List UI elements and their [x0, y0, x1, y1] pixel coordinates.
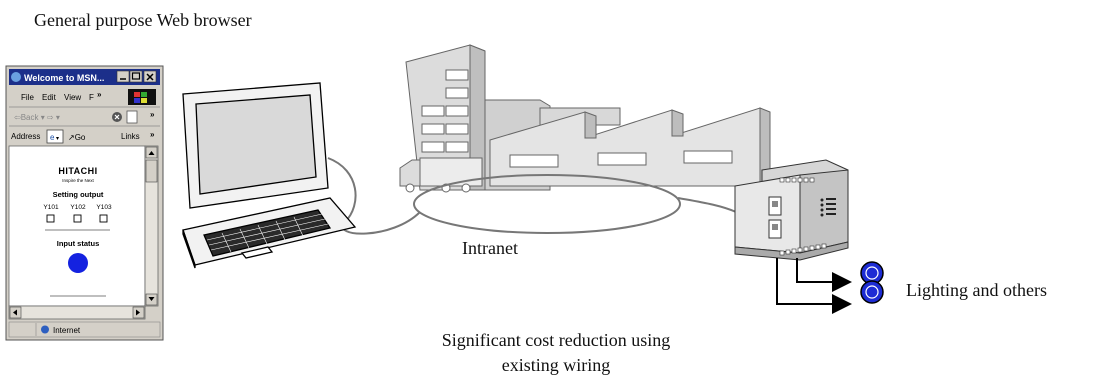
menu-edit[interactable]: Edit [42, 93, 57, 102]
cost-reduction-caption: Significant cost reduction using existin… [396, 328, 716, 378]
internet-zone-icon [41, 325, 49, 334]
intranet-label: Intranet [462, 238, 518, 258]
horizontal-scrollbar[interactable] [8, 305, 146, 320]
browser-caption: General purpose Web browser [34, 10, 252, 30]
input-status-title: Input status [57, 239, 100, 248]
go-button[interactable]: ↗Go [68, 133, 86, 142]
address-label: Address [11, 132, 40, 141]
hitachi-tagline: Inspire the Next [62, 178, 94, 183]
status-zone-label: Internet [53, 326, 81, 335]
browser-window: Welcome to MSN... File Edit View F » ⇦Ba… [5, 65, 164, 341]
ie-logo-icon [11, 72, 21, 82]
output-label-y101: Y101 [43, 204, 59, 211]
input-status-indicator [68, 253, 88, 273]
plc-controller-icon [734, 159, 849, 261]
menu-overflow-icon[interactable]: » [97, 90, 102, 99]
menu-view[interactable]: View [64, 93, 81, 102]
output-checkbox-y103[interactable] [99, 214, 108, 223]
toolbar-overflow-icon[interactable]: » [150, 110, 155, 119]
output-label-y103: Y103 [96, 204, 112, 211]
scroll-thumb[interactable] [145, 159, 158, 183]
output-label-y102: Y102 [70, 204, 86, 211]
caption-line-1: Significant cost reduction using [441, 330, 671, 350]
status-bar [8, 321, 161, 338]
laptop-icon [182, 82, 357, 269]
factory-building-icon [399, 44, 771, 193]
svg-text:e: e [50, 133, 55, 142]
vertical-scrollbar[interactable] [144, 145, 159, 307]
page-content [8, 145, 146, 307]
menu-file[interactable]: File [21, 93, 34, 102]
links-button[interactable]: Links [121, 132, 140, 141]
output-wiring [776, 258, 852, 314]
back-button[interactable]: ⇦Back ▾ ⇨ ▾ [14, 113, 60, 122]
links-overflow-icon[interactable]: » [150, 130, 155, 139]
address-dropdown[interactable] [46, 129, 64, 144]
setting-output-title: Setting output [53, 190, 104, 199]
lamp-icon [860, 261, 884, 304]
hitachi-logo: HITACHI [58, 166, 97, 176]
menu-favorites[interactable]: F [89, 93, 94, 102]
output-checkbox-y102[interactable] [73, 214, 82, 223]
lighting-label: Lighting and others [906, 280, 1047, 300]
svg-text:▾: ▾ [56, 136, 59, 142]
caption-line-2: existing wiring [501, 355, 611, 375]
output-checkbox-y101[interactable] [46, 214, 55, 223]
minimize-icon[interactable] [116, 70, 130, 83]
maximize-icon[interactable] [129, 70, 143, 83]
browser-window-title: Welcome to MSN... [24, 73, 104, 83]
refresh-icon[interactable] [126, 110, 138, 124]
